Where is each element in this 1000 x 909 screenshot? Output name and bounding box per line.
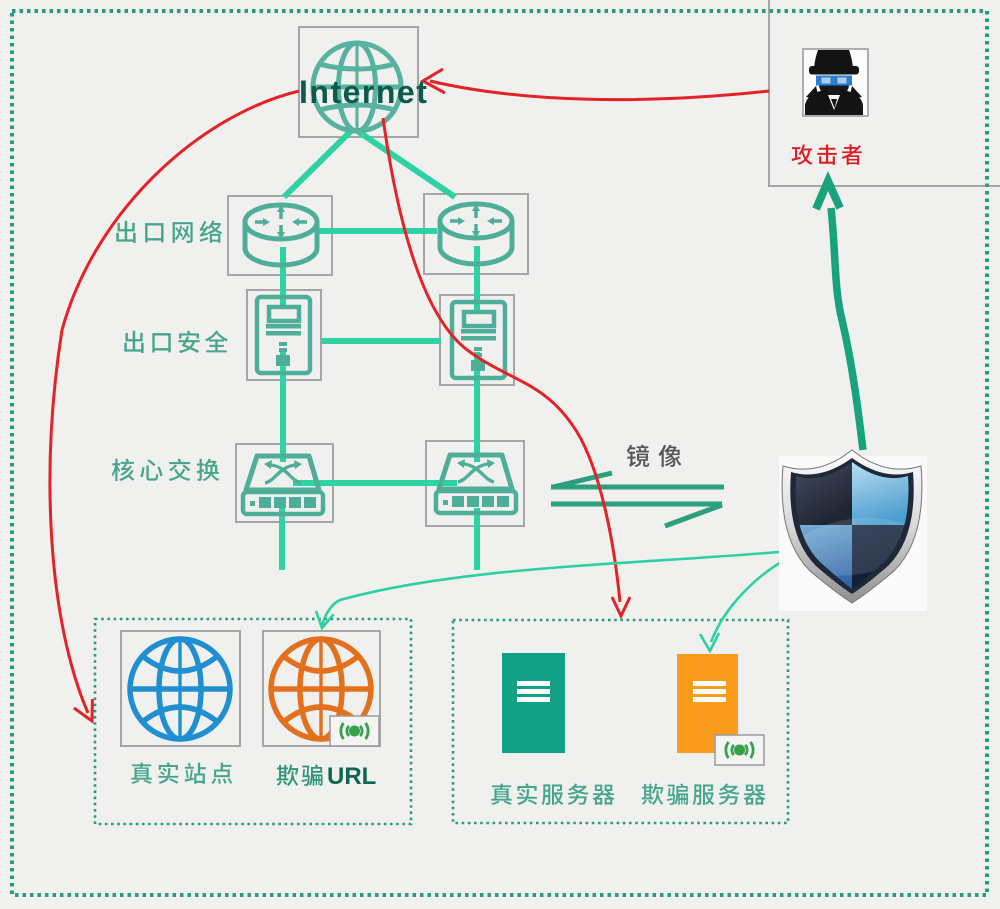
svg-text:Internet: Internet [299, 74, 428, 110]
svg-text:URL: URL [327, 763, 376, 790]
